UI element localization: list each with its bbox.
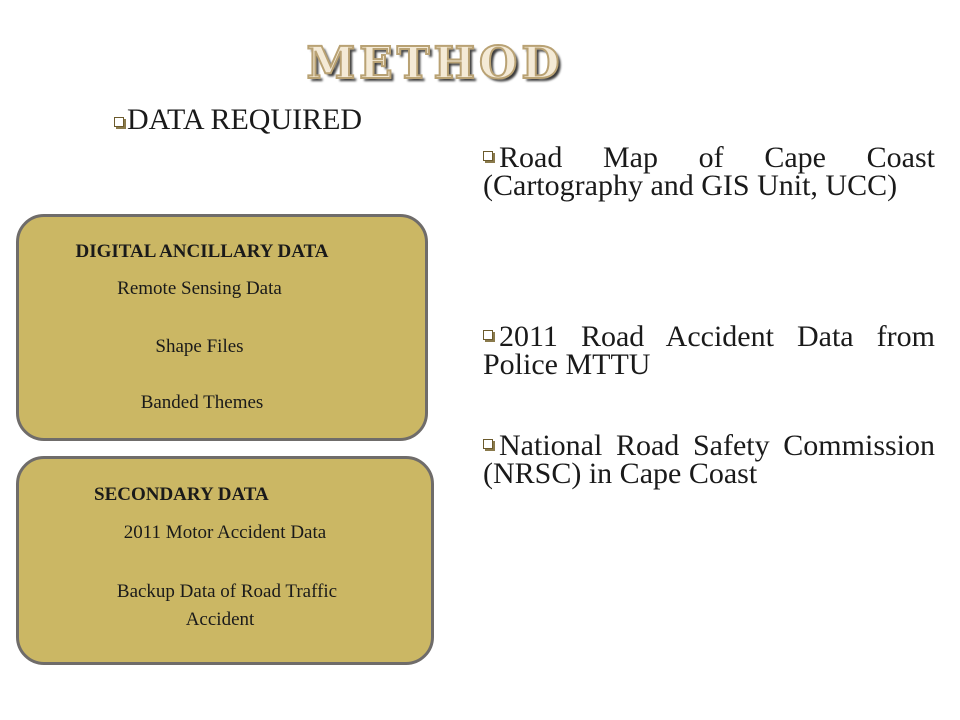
list-item-text: Road Map of Cape Coast (Cartography and … bbox=[483, 141, 935, 202]
list-item: National Road Safety Commission (NRSC) i… bbox=[483, 429, 935, 490]
data-required-label: DATA REQUIRED bbox=[127, 103, 363, 136]
square-bullet-icon bbox=[483, 151, 493, 162]
secondary-item-backup-data: Backup Data of Road Traffic bbox=[116, 581, 338, 602]
list-item-text: National Road Safety Commission (NRSC) i… bbox=[483, 429, 935, 490]
secondary-item-motor-accident: 2011 Motor Accident Data bbox=[123, 522, 327, 543]
square-bullet-icon bbox=[114, 117, 124, 128]
data-required-heading: DATA REQUIRED bbox=[114, 103, 362, 137]
secondary-data-header: SECONDARY DATA bbox=[94, 484, 269, 505]
square-bullet-icon bbox=[483, 439, 493, 450]
digital-ancillary-header: DIGITAL ANCILLARY DATA bbox=[75, 241, 329, 262]
digital-item-remote-sensing: Remote Sensing Data bbox=[117, 278, 282, 299]
digital-item-shape-files: Shape Files bbox=[155, 336, 244, 357]
slide-title: METHOD bbox=[305, 37, 564, 90]
list-item: 2011 Road Accident Data from Police MTTU bbox=[483, 320, 935, 381]
secondary-item-accident: Accident bbox=[185, 609, 255, 630]
secondary-data-box: SECONDARY DATA 2011 Motor Accident Data … bbox=[16, 456, 434, 665]
list-item-text: 2011 Road Accident Data from Police MTTU bbox=[483, 320, 935, 381]
digital-item-banded-themes: Banded Themes bbox=[140, 392, 264, 413]
square-bullet-icon bbox=[483, 330, 493, 341]
list-item: Road Map of Cape Coast (Cartography and … bbox=[483, 141, 935, 202]
digital-ancillary-data-box: DIGITAL ANCILLARY DATA Remote Sensing Da… bbox=[16, 214, 428, 441]
